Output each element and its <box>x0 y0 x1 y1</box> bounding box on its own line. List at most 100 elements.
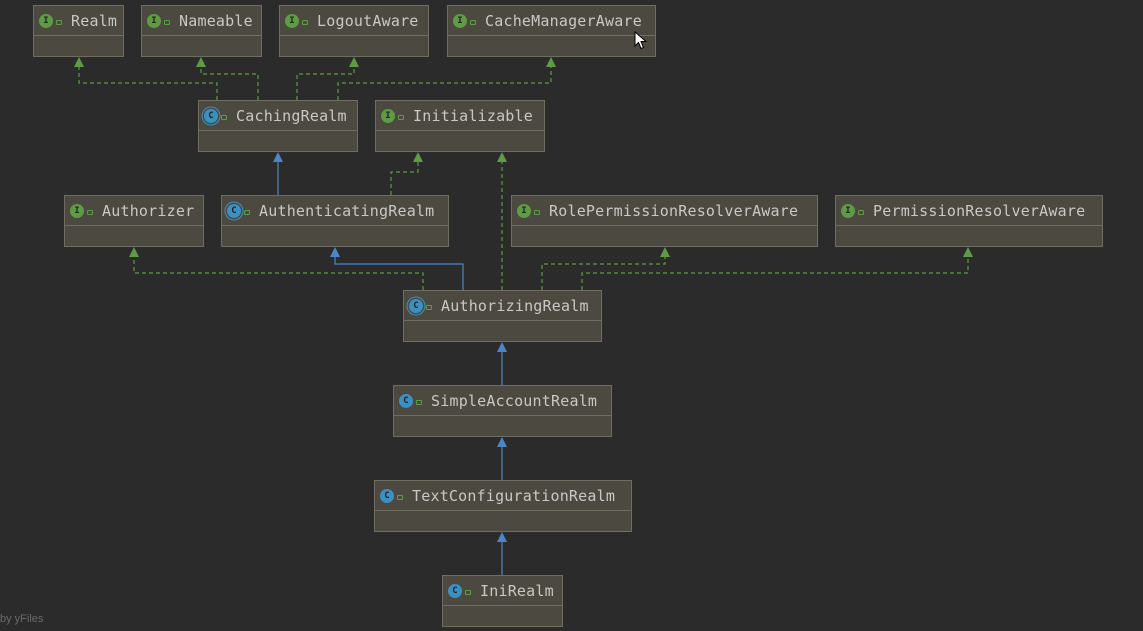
public-visibility-icon <box>243 208 251 215</box>
public-visibility-icon <box>220 113 228 120</box>
node-header: C AuthorizingRealm <box>404 291 601 321</box>
arrowhead <box>196 57 206 67</box>
public-visibility-icon <box>301 18 309 25</box>
node-label: Realm <box>71 11 118 30</box>
node-header: C SimpleAccountRealm <box>394 386 611 416</box>
interface-icon: I <box>453 13 467 28</box>
arrowhead <box>660 247 670 257</box>
public-visibility-icon <box>86 208 94 215</box>
public-visibility-icon <box>469 18 477 25</box>
class-icon: C <box>380 488 394 503</box>
edge-inirealm-to-textconfigurationrealm <box>497 532 507 575</box>
node-label: IniRealm <box>480 581 554 600</box>
node-label: AuthenticatingRealm <box>259 201 435 220</box>
interface-icon: I <box>381 108 395 123</box>
public-visibility-icon <box>857 208 865 215</box>
node-textconfigurationrealm[interactable]: C TextConfigurationRealm <box>374 480 632 532</box>
node-authorizingrealm[interactable]: C AuthorizingRealm <box>403 290 602 342</box>
node-label: CacheManagerAware <box>485 11 642 30</box>
arrowhead <box>273 152 283 162</box>
interface-icon: I <box>147 13 161 28</box>
interface-icon: I <box>841 203 855 218</box>
edge-authorizingrealm-to-initializable <box>497 152 507 290</box>
node-nameable[interactable]: I Nameable <box>141 5 262 57</box>
node-label: Initializable <box>413 106 533 125</box>
abstract-class-icon: C <box>409 298 423 313</box>
node-header: C AuthenticatingRealm <box>222 196 448 226</box>
interface-icon: I <box>39 13 53 28</box>
arrowhead <box>74 57 84 67</box>
node-label: Nameable <box>179 11 253 30</box>
node-label: SimpleAccountRealm <box>431 391 598 410</box>
public-visibility-icon <box>425 303 433 310</box>
arrowhead <box>497 152 507 162</box>
node-header: I RolePermissionResolverAware <box>512 196 817 226</box>
edge-authorizingrealm-to-authenticatingrealm <box>330 247 464 290</box>
node-label: TextConfigurationRealm <box>412 486 616 505</box>
interface-icon: I <box>517 203 531 218</box>
node-label: Authorizer <box>102 201 195 220</box>
node-header: C CachingRealm <box>199 101 357 131</box>
node-label: RolePermissionResolverAware <box>549 201 799 220</box>
node-initializable[interactable]: I Initializable <box>375 100 545 152</box>
node-label: LogoutAware <box>317 11 419 30</box>
arrowhead <box>129 247 139 257</box>
edge-authenticatingrealm-to-cachingrealm <box>273 152 283 195</box>
arrowhead <box>963 247 973 257</box>
node-header: I PermissionResolverAware <box>836 196 1102 226</box>
arrowhead <box>349 57 359 67</box>
public-visibility-icon <box>163 18 171 25</box>
node-realm[interactable]: I Realm <box>33 5 124 57</box>
node-header: I Realm <box>34 6 123 36</box>
edge-authorizingrealm-to-authorizer <box>129 247 424 290</box>
node-header: I CacheManagerAware <box>448 6 655 36</box>
node-cachingrealm[interactable]: C CachingRealm <box>198 100 358 152</box>
class-icon: C <box>399 393 413 408</box>
arrowhead <box>413 152 423 162</box>
edge-textconfigurationrealm-to-simpleaccountrealm <box>497 437 507 480</box>
arrowhead <box>497 342 507 352</box>
edge-cachingrealm-to-logoutaware <box>296 57 359 100</box>
edge-authenticatingrealm-to-initializable <box>390 152 423 195</box>
mouse-pointer-icon <box>634 31 648 50</box>
edge-simpleaccountrealm-to-authorizingrealm <box>497 342 507 385</box>
edge-authorizingrealm-to-permissionresolveraware <box>581 247 973 290</box>
node-cachemanageraware[interactable]: I CacheManagerAware <box>447 5 656 57</box>
node-logoutaware[interactable]: I LogoutAware <box>279 5 429 57</box>
edge-authorizingrealm-to-rolepermissionresolveraware <box>541 247 670 290</box>
node-label: AuthorizingRealm <box>441 296 589 315</box>
node-header: I Initializable <box>376 101 544 131</box>
node-header: I Authorizer <box>65 196 203 226</box>
public-visibility-icon <box>397 113 405 120</box>
node-label: PermissionResolverAware <box>873 201 1086 220</box>
yfiles-watermark: by yFiles <box>0 613 44 625</box>
edge-cachingrealm-to-cachemanageraware <box>337 57 556 100</box>
node-authorizer[interactable]: I Authorizer <box>64 195 204 247</box>
node-inirealm[interactable]: C IniRealm <box>442 575 563 627</box>
node-header: C TextConfigurationRealm <box>375 481 631 511</box>
node-label: CachingRealm <box>236 106 347 125</box>
node-simpleaccountrealm[interactable]: C SimpleAccountRealm <box>393 385 612 437</box>
arrowhead <box>330 247 340 257</box>
interface-icon: I <box>285 13 299 28</box>
public-visibility-icon <box>533 208 541 215</box>
public-visibility-icon <box>55 18 63 25</box>
class-icon: C <box>448 583 462 598</box>
arrowhead <box>546 57 556 67</box>
interface-icon: I <box>70 203 84 218</box>
node-permissionresolveraware[interactable]: I PermissionResolverAware <box>835 195 1103 247</box>
edge-cachingrealm-to-nameable <box>196 57 259 100</box>
node-authenticatingrealm[interactable]: C AuthenticatingRealm <box>221 195 449 247</box>
node-header: I Nameable <box>142 6 261 36</box>
abstract-class-icon: C <box>227 203 241 218</box>
node-rolepermissionresolveraware[interactable]: I RolePermissionResolverAware <box>511 195 818 247</box>
public-visibility-icon <box>415 398 423 405</box>
node-header: I LogoutAware <box>280 6 428 36</box>
edge-cachingrealm-to-realm <box>74 57 218 100</box>
public-visibility-icon <box>464 588 472 595</box>
abstract-class-icon: C <box>204 108 218 123</box>
public-visibility-icon <box>396 493 404 500</box>
node-header: C IniRealm <box>443 576 562 606</box>
